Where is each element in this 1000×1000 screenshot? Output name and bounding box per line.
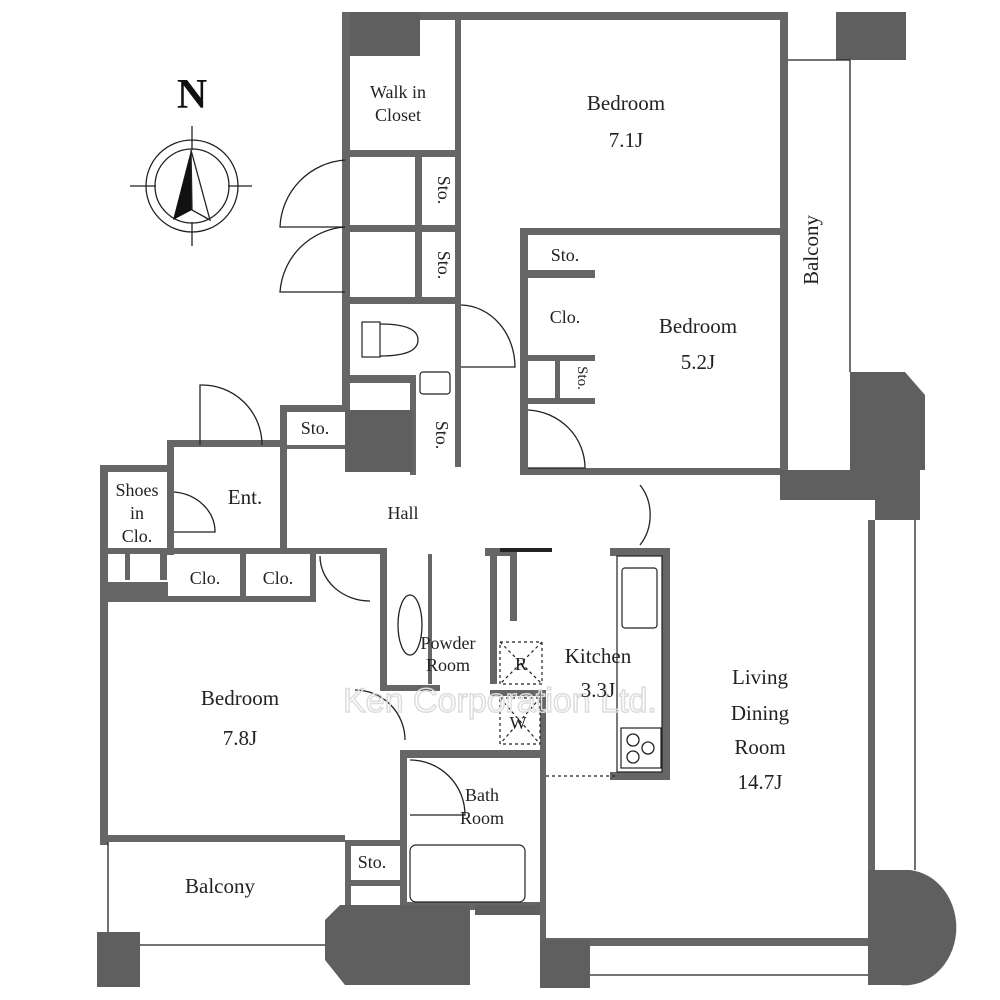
closet-label: Clo. xyxy=(263,568,294,588)
north-label: N xyxy=(177,72,207,118)
storage-label: Sto. xyxy=(301,418,330,438)
storage-label: Sto. xyxy=(574,366,590,390)
entrance-label: Ent. xyxy=(228,485,262,509)
balcony-south-label: Balcony xyxy=(185,874,255,898)
closet-label: Clo. xyxy=(550,307,581,327)
living-label: Room xyxy=(734,735,785,759)
bath-room-label: Bath xyxy=(465,785,499,805)
watermark: Ken Corporation Ltd. xyxy=(343,682,657,720)
storage-label: Sto. xyxy=(551,245,580,265)
storage-label: Sto. xyxy=(434,251,454,280)
storage-label: Sto. xyxy=(434,176,454,205)
bath-room-label: Room xyxy=(460,808,504,828)
appliances xyxy=(499,641,543,745)
bedroom-middle-size: 5.2J xyxy=(681,350,715,374)
bedroom-south-label: Bedroom xyxy=(201,686,279,710)
living-label: Living xyxy=(732,665,788,689)
shoes-closet-label: Shoes xyxy=(115,480,158,500)
living-size: 14.7J xyxy=(738,770,783,794)
powder-room-label: Room xyxy=(426,655,470,675)
shoes-closet-label: in xyxy=(130,503,144,523)
walk-in-closet-label: Walk in xyxy=(370,82,426,102)
powder-room-label: Powder xyxy=(421,633,476,653)
bedroom-north-label: Bedroom xyxy=(587,91,665,115)
refrigerator-label: R xyxy=(515,654,527,674)
bedroom-north-size: 7.1J xyxy=(609,128,643,152)
room-labels: Walk in Closet Bedroom 7.1J Sto. Sto. St… xyxy=(115,82,823,898)
balcony-east-label: Balcony xyxy=(799,215,823,285)
compass-icon xyxy=(130,126,252,246)
storage-label: Sto. xyxy=(432,421,452,450)
washer-label: W xyxy=(510,713,527,733)
kitchen-label: Kitchen xyxy=(565,644,632,668)
closet-label: Clo. xyxy=(190,568,221,588)
kitchen-size: 3.3J xyxy=(581,678,615,702)
bedroom-south-size: 7.8J xyxy=(223,726,257,750)
walls xyxy=(97,12,957,988)
doors xyxy=(173,159,651,816)
shoes-closet-label: Clo. xyxy=(122,526,153,546)
hall-label: Hall xyxy=(388,503,419,523)
storage-label: Sto. xyxy=(358,852,387,872)
living-label: Dining xyxy=(731,701,790,725)
walk-in-closet-label: Closet xyxy=(375,105,421,125)
bedroom-middle-label: Bedroom xyxy=(659,314,737,338)
